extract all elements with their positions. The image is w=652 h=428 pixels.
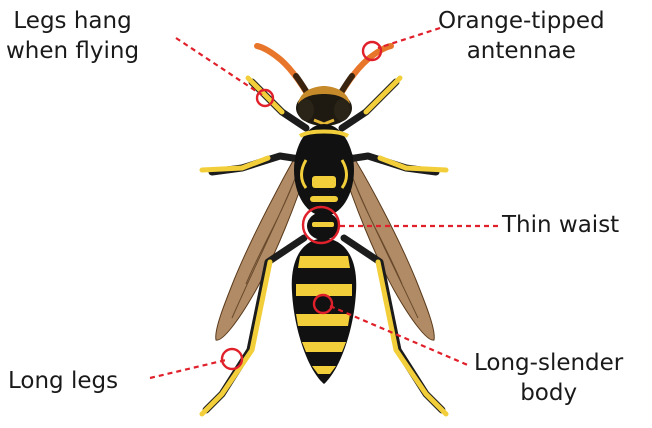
marker-long-legs [222,349,242,369]
pointer-legs-hang [176,38,262,95]
label-legs-hang-line2: when flying [6,36,139,66]
wasp-abdomen [292,238,356,384]
label-thin-waist-text: Thin waist [502,210,619,240]
label-antennae: Orange-tipped antennae [438,6,605,66]
label-long-legs: Long legs [8,366,118,396]
wasp-thorax [294,124,354,216]
left-middle-leg-tarsus [202,158,268,170]
label-legs-hang: Legs hang when flying [6,6,139,66]
label-body-line2: body [474,378,623,408]
right-middle-leg-tarsus [380,158,446,170]
label-thin-waist: Thin waist [502,210,619,240]
label-body-line1: Long-slender [474,348,623,378]
label-antennae-line1: Orange-tipped [438,6,605,36]
label-long-legs-text: Long legs [8,366,118,396]
right-front-leg-tarsus [366,78,400,112]
label-body: Long-slender body [474,348,623,408]
pointer-antennae [378,28,440,48]
label-legs-hang-line1: Legs hang [6,6,139,36]
pointer-long-legs [150,360,226,378]
label-antennae-line2: antennae [438,36,605,66]
